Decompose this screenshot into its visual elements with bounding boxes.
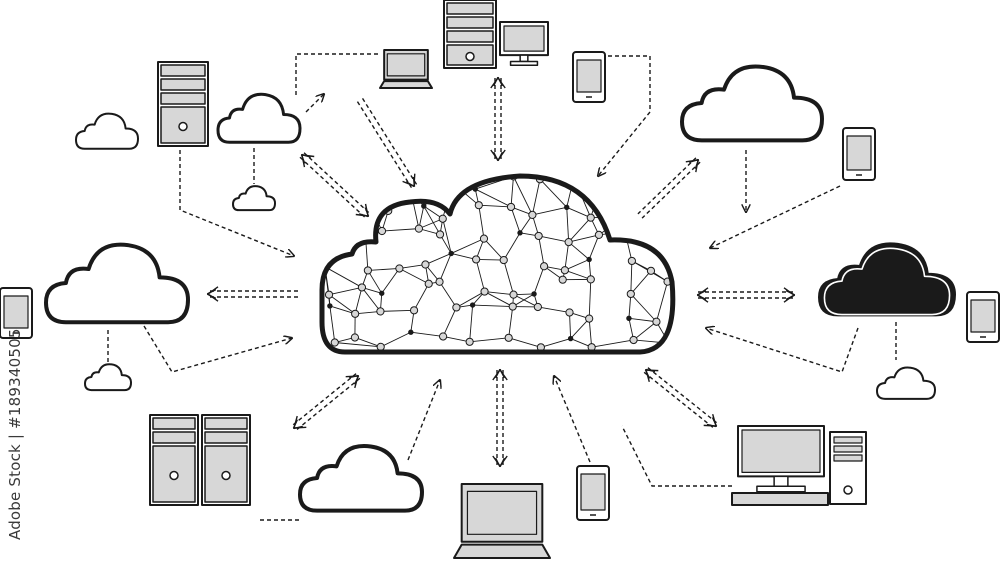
connection-arrows <box>107 53 897 521</box>
keyboard-icon <box>731 492 829 506</box>
server-rack-icon-bottom-left-a <box>149 414 199 506</box>
smartphone-icon-top <box>572 51 606 103</box>
desktop-tower-icon <box>829 431 867 505</box>
smartphone-icon-bottom <box>576 465 610 521</box>
arrow-cloud-top-left-out <box>305 94 324 113</box>
arrow-bottom-cloud-to-center <box>407 380 440 461</box>
server-rack-icon-left <box>157 61 209 147</box>
cloud-icon-large-left <box>46 245 188 323</box>
cloud-icon-small-right <box>877 367 935 398</box>
arrow-cloud-to-left <box>206 286 298 302</box>
arrow-phone-top-to-cloud <box>598 55 651 176</box>
arrow-top-left-bidirectional <box>299 152 371 219</box>
server-rack-icon-top <box>443 0 497 69</box>
cloud-icon-top-right <box>682 66 822 140</box>
arrow-phone-right-to-cloud <box>710 185 841 248</box>
arrow-top-server-bidirectional <box>490 76 506 162</box>
arrow-top-right-to-cloud <box>637 157 701 219</box>
watermark-text: Adobe Stock | #189340505 <box>6 328 24 540</box>
central-network-cloud <box>319 173 676 355</box>
desktop-monitor-icon <box>737 425 825 493</box>
arrow-top-laptop-to-cloud <box>356 98 418 187</box>
line-laptop-to-cloud-top-left <box>295 53 378 98</box>
mesh-network-icon <box>322 176 673 352</box>
cloud-icon-small-lower-left <box>85 364 131 390</box>
cloud-icon-dark-right <box>819 243 955 315</box>
arrow-dark-cloud-to-center <box>706 328 859 373</box>
smartphone-icon-far-right <box>966 291 1000 343</box>
arrow-bottom-left-bidirectional <box>291 373 361 431</box>
arrow-bottom-center-bidirectional <box>492 368 508 468</box>
cloud-icon-top-left <box>218 94 300 142</box>
cloud-icon-small-top-left <box>76 114 138 149</box>
monitor-icon-top <box>499 21 549 66</box>
arrow-left-cloud-to-center <box>143 325 292 373</box>
laptop-icon-top <box>379 49 433 89</box>
cloud-icon-tiny-left <box>233 186 275 210</box>
smartphone-icon-far-left <box>0 287 33 339</box>
arrow-phone-bottom-to-center <box>554 376 591 463</box>
arrow-bottom-right-bidirectional <box>643 367 719 429</box>
network-cloud-icon <box>319 173 676 355</box>
arrow-right-bidirectional <box>696 287 796 303</box>
cloud-icon-bottom <box>300 446 422 511</box>
line-desktop-to-cloud <box>621 425 732 487</box>
laptop-icon-bottom <box>453 483 551 559</box>
server-rack-icon-bottom-left-b <box>201 414 251 506</box>
arrow-server-left-to-cloud <box>179 150 294 256</box>
smartphone-icon-right <box>842 127 876 181</box>
